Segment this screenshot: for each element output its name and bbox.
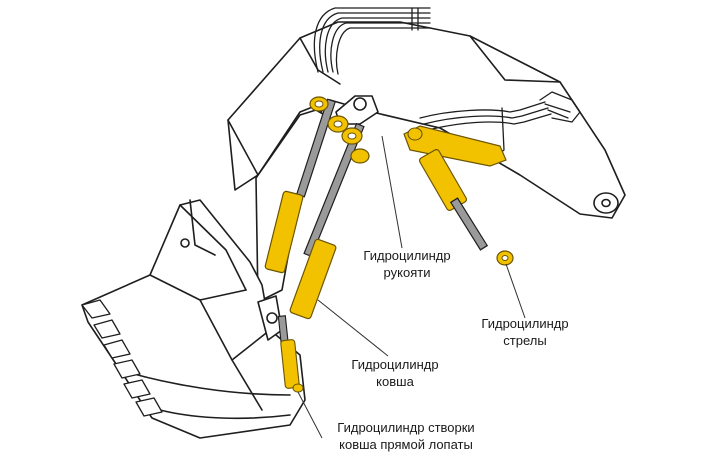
label-bucket-cylinder: Гидроцилиндр ковша bbox=[340, 356, 450, 390]
label-handle-cylinder: Гидроцилиндр рукояти bbox=[352, 247, 462, 281]
leader-door bbox=[297, 391, 323, 439]
boom-cylinder bbox=[403, 125, 514, 266]
label-handle-line2: рукояти bbox=[383, 265, 431, 280]
leader-lines bbox=[297, 135, 526, 439]
label-door-cylinder: Гидроцилиндр створки ковша прямой лопаты bbox=[322, 419, 490, 453]
leader-handle bbox=[381, 135, 403, 249]
bucket bbox=[81, 199, 306, 439]
leader-boom bbox=[505, 263, 526, 319]
label-bucket-line2: ковша bbox=[376, 374, 414, 389]
label-handle-line1: Гидроцилиндр bbox=[363, 248, 451, 263]
label-door-line2: ковша прямой лопаты bbox=[339, 437, 473, 452]
leader-bucket bbox=[317, 299, 389, 357]
label-boom-cylinder: Гидроцилиндр стрелы bbox=[470, 315, 580, 349]
bucket-cylinder bbox=[289, 115, 370, 320]
door-cylinder bbox=[277, 315, 304, 393]
label-door-line1: Гидроцилиндр створки bbox=[337, 420, 475, 435]
label-boom-line1: Гидроцилиндр bbox=[481, 316, 569, 331]
label-bucket-line1: Гидроцилиндр bbox=[351, 357, 439, 372]
label-boom-line2: стрелы bbox=[503, 333, 547, 348]
bucket-teeth bbox=[81, 299, 163, 417]
handle-cylinder bbox=[264, 96, 337, 274]
